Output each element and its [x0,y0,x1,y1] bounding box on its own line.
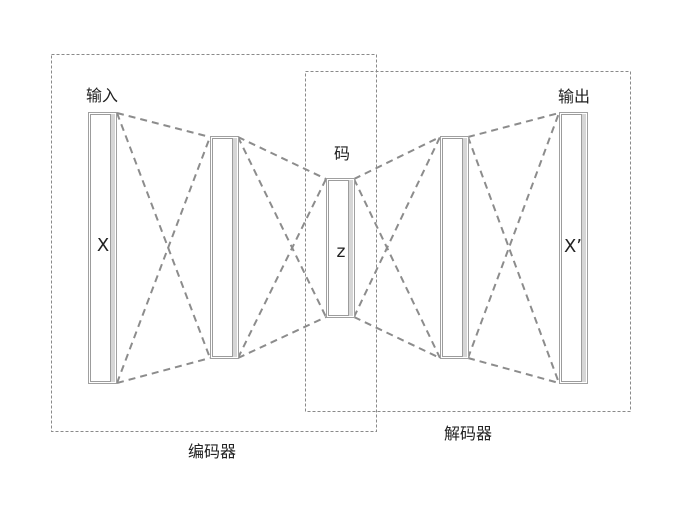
connection-line [237,316,327,359]
connection-line [116,112,211,359]
code-layer [326,178,355,318]
encoder-hidden-layer [210,136,239,359]
input-variable: X [97,235,109,256]
connection-line [116,136,211,384]
connection-line [467,357,560,384]
connection-line [237,136,327,180]
output-variable: X’ [564,236,582,257]
input-layer [88,112,117,384]
connection-line [116,357,211,384]
connection-line [467,112,560,359]
code-variable: z [337,242,346,262]
connection-line [353,178,441,359]
output-label: 输出 [558,87,590,106]
decoder-label: 解码器 [444,424,492,443]
input-label: 输入 [86,86,118,105]
connection-line [353,136,441,180]
decoder-hidden-layer [440,136,469,359]
connection-line [237,136,327,318]
connection-lines [116,112,560,384]
connection-line [467,136,560,384]
connection-line [353,316,441,359]
connection-line [467,112,560,138]
output-layer [559,112,588,384]
encoder-label: 编码器 [188,442,236,461]
decoder-box [305,71,631,412]
connection-line [353,136,441,318]
code-label: 码 [334,144,350,163]
encoder-box [51,54,377,432]
connection-line [237,178,327,359]
connection-line [116,112,211,138]
